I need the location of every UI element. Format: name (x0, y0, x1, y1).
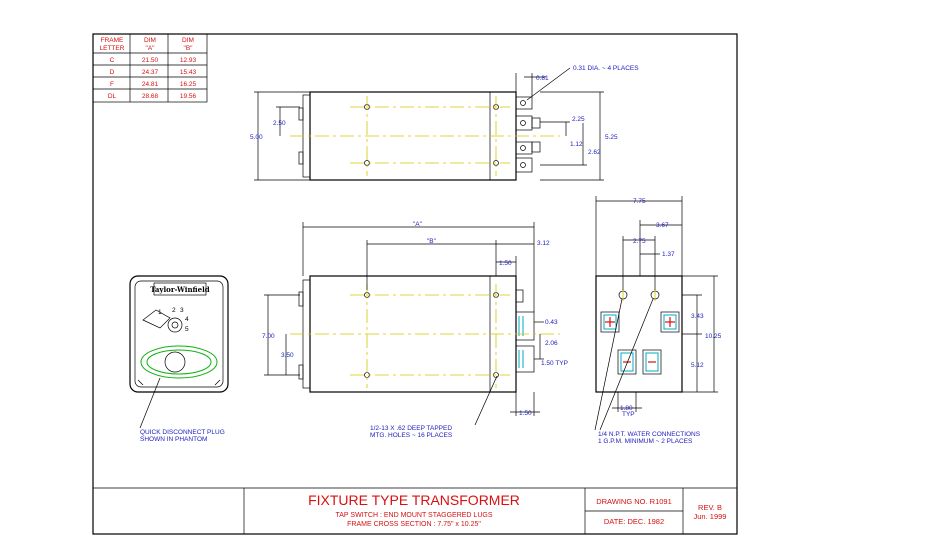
dim-2-25: 2.25 (572, 116, 585, 123)
dim-0-81: 0.81 (536, 75, 549, 82)
drawing-number: DRAWING NO. R1091 (596, 497, 672, 506)
dim-1-50-bottom: 1.50 (519, 410, 532, 417)
dim-1-37: 1.37 (662, 251, 675, 258)
dim-b: "B" (427, 238, 437, 245)
holes-note: 0.31 DIA. ~ 4 PLACES (573, 65, 639, 72)
dim-3-12: 3.12 (537, 240, 550, 247)
pin-4: 4 (185, 316, 189, 323)
drawing-title: FIXTURE TYPE TRANSFORMER (308, 492, 520, 508)
table-cell: 21.50 (142, 57, 159, 64)
plug-view: Taylor-Winfield 1 2 3 4 5 QUICK DISCONNE… (129, 275, 229, 443)
plug-brand-logo: Taylor-Winfield (150, 285, 209, 294)
dim-0-43: 0.43 (545, 319, 558, 326)
dim-3-43: 3.43 (691, 313, 704, 320)
frame-table: FRAME LETTER DIM "A" DIM "B" C 21.50 12.… (92, 33, 208, 103)
dim-5-00: 5.00 (250, 134, 263, 141)
dim-5-12: 5.12 (691, 362, 704, 369)
table-cell: C (110, 57, 115, 64)
revision-date: Jun. 1999 (694, 512, 727, 521)
table-cell: 24.37 (142, 69, 159, 76)
water-note-1: 1/4 N.P.T. WATER CONNECTIONS (598, 431, 701, 438)
dim-7-00: 7.00 (262, 333, 275, 340)
plug-note-2: SHOWN IN PHANTOM (140, 436, 207, 443)
pin-2: 2 (172, 307, 176, 314)
table-cell: 28.68 (142, 93, 159, 100)
dim-1-80: 1.80 (620, 405, 633, 412)
dim-a: "A" (413, 221, 423, 228)
table-cell: 24.81 (142, 81, 159, 88)
table-header-dimb-2: "B" (184, 45, 194, 52)
table-header-frame-1: FRAME (101, 37, 124, 44)
drawing-date: DATE: DEC. 1982 (604, 517, 664, 526)
dim-7-75: 7.75 (633, 198, 646, 205)
table-cell: D (110, 69, 115, 76)
top-view: 5.00 2.50 5.25 2.25 1.12 2.62 0.81 0.31 … (250, 65, 639, 181)
dim-5-25: 5.25 (605, 134, 618, 141)
table-cell: 19.56 (180, 93, 197, 100)
table-cell: F (110, 81, 114, 88)
table-header-frame-2: LETTER (100, 45, 125, 52)
pin-3: 3 (180, 307, 184, 314)
end-view: 7.75 3.67 2.75 1.37 3.43 10.25 5.12 1.80… (594, 196, 722, 445)
water-note-2: 1 G.P.M. MINIMUM ~ 2 PLACES (598, 438, 693, 445)
dim-10-25: 10.25 (705, 333, 722, 340)
dim-3-50: 3.50 (281, 352, 294, 359)
front-view: "A" "B" 3.12 1.50 7.00 3.50 0.43 2.06 1.… (262, 221, 568, 439)
dim-3-67: 3.67 (656, 222, 669, 229)
table-header-dima-2: "A" (146, 45, 156, 52)
title-block: FIXTURE TYPE TRANSFORMER TAP SWITCH : EN… (93, 487, 737, 534)
dim-1-50-typ: 1.50 TYP (541, 360, 568, 367)
table-cell: 15.43 (180, 69, 197, 76)
drawing-subtitle-2: FRAME CROSS SECTION : 7.75" x 10.25" (347, 521, 481, 528)
dim-1-50-top: 1.50 (499, 260, 512, 267)
mounting-holes-note-1: 1/2-13 X .62 DEEP TAPPED (370, 425, 452, 432)
table-cell: 16.25 (180, 81, 197, 88)
pin-5: 5 (185, 326, 189, 333)
dim-typ: TYP (622, 411, 635, 418)
table-header-dima-1: DIM (144, 37, 156, 44)
revision: REV. B (698, 503, 722, 512)
dim-1-12: 1.12 (570, 141, 583, 148)
dim-2-50: 2.50 (273, 120, 286, 127)
table-header-dimb-1: DIM (182, 37, 194, 44)
dim-2-75: 2.75 (633, 238, 646, 245)
dim-2-62: 2.62 (588, 149, 601, 156)
drawing-subtitle-1: TAP SWITCH : END MOUNT STAGGERED LUGS (336, 512, 493, 519)
pin-1: 1 (158, 309, 162, 316)
table-cell: DL (108, 93, 117, 100)
dim-2-06: 2.06 (545, 340, 558, 347)
plug-note-1: QUICK DISCONNECT PLUG (140, 429, 225, 436)
sheet-border (92, 33, 738, 535)
table-cell: 12.93 (180, 57, 197, 64)
mounting-holes-note-2: MTG. HOLES ~ 16 PLACES (370, 432, 453, 439)
